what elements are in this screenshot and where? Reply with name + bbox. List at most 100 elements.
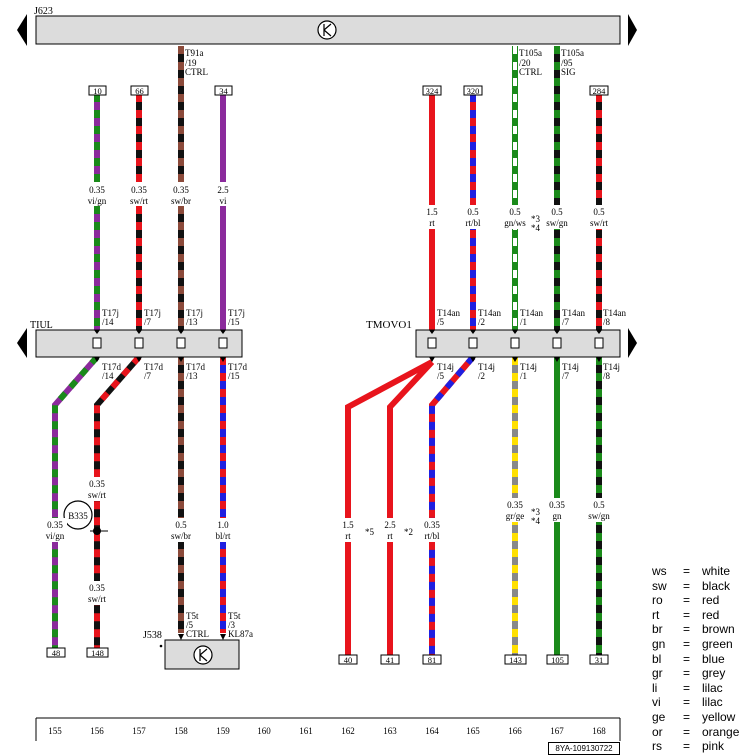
legend-row: or=orange xyxy=(652,724,740,739)
note-3-upper: *3 xyxy=(531,214,541,224)
wire-165-size: 0.5 xyxy=(467,207,479,217)
top-unit-label: J623 xyxy=(34,6,53,17)
svg-text:T14j: T14j xyxy=(437,362,454,372)
bottom-transistor-icon xyxy=(193,645,213,665)
top-ref-165: 320 xyxy=(463,85,483,96)
wire-156-size: 0.35 xyxy=(89,185,105,195)
svg-text:0.5: 0.5 xyxy=(175,520,187,530)
svg-text:gr/ge: gr/ge xyxy=(506,511,525,521)
svg-text:143: 143 xyxy=(509,655,522,665)
legend-row: sw=black xyxy=(652,578,731,593)
svg-text:284: 284 xyxy=(593,86,607,96)
bottom-unit-dot xyxy=(159,644,163,648)
svg-text:T14j: T14j xyxy=(562,362,579,372)
bottom-unit-label: J538 xyxy=(143,630,162,641)
column-number: 163 xyxy=(383,726,397,736)
svg-text:10: 10 xyxy=(93,86,102,96)
svg-text:0.35: 0.35 xyxy=(47,520,63,530)
column-number: 164 xyxy=(425,726,439,736)
svg-text:34: 34 xyxy=(219,86,228,96)
column-ruler-ticks xyxy=(35,718,621,741)
sensor-circle xyxy=(63,500,93,530)
svg-text:/7: /7 xyxy=(144,317,152,327)
column-numbers: 155 156 157 158 159 160 161 162 163 164 … xyxy=(48,726,606,736)
right-connector-arrow-icon xyxy=(628,328,637,358)
left-connector-pin-labels: T17j/14 T17j/7 T17j/13 T17j/15 T17d/14 T… xyxy=(102,308,247,381)
svg-text:81: 81 xyxy=(428,655,437,665)
svg-text:0.5: 0.5 xyxy=(593,500,605,510)
svg-text:/5: /5 xyxy=(437,317,445,327)
bottom-ref-166: 143 xyxy=(504,654,527,665)
left-arrow-icon xyxy=(17,14,27,46)
svg-text:T17d: T17d xyxy=(144,362,163,372)
bottom-pin-labels: T5t /5 CTRL T5t /3 KL87a xyxy=(186,611,253,639)
top-ref-168: 284 xyxy=(589,85,609,96)
color-legend: ws=white sw=black ro=red rt=red br=brown… xyxy=(652,564,739,754)
wire-166-size: 0.5 xyxy=(509,207,521,217)
connector-pin-icons xyxy=(92,337,604,349)
legend-row: ro=red xyxy=(652,593,720,608)
column-number: 162 xyxy=(341,726,355,736)
splice-point-icon xyxy=(93,527,101,535)
svg-text:0.35: 0.35 xyxy=(549,500,565,510)
connector-arrow-marks xyxy=(94,330,602,362)
top-ref-164: 324 xyxy=(422,85,442,96)
legend-row: ws=white xyxy=(652,564,731,578)
svg-text:T17j: T17j xyxy=(186,308,203,318)
svg-text:/3: /3 xyxy=(228,620,236,630)
svg-text:/15: /15 xyxy=(228,371,240,381)
svg-text:/7: /7 xyxy=(562,371,570,381)
svg-text:rt: rt xyxy=(345,531,351,541)
svg-text:31: 31 xyxy=(595,655,604,665)
right-arrow-icon xyxy=(628,14,637,46)
note-5: *5 xyxy=(365,527,375,537)
wire-167-size: 0.5 xyxy=(551,207,563,217)
svg-text:rt: rt xyxy=(387,531,393,541)
legend-row: bl=blue xyxy=(652,651,725,666)
column-number: 166 xyxy=(508,726,522,736)
wire-156-color: vi/gn xyxy=(88,196,107,206)
wire-159-color: vi xyxy=(219,196,227,206)
svg-text:1.0: 1.0 xyxy=(217,520,229,530)
note-3-lower: *3 xyxy=(531,507,541,517)
bottom-ref-162: 40 xyxy=(338,654,358,665)
svg-text:T14j: T14j xyxy=(478,362,495,372)
column-number: 159 xyxy=(216,726,230,736)
column-number: 158 xyxy=(174,726,188,736)
bottom-ref-156: 148 xyxy=(86,647,109,658)
svg-text:T17j: T17j xyxy=(102,308,119,318)
svg-text:/7: /7 xyxy=(562,317,570,327)
top-pin-166: T105a /20 CTRL xyxy=(519,48,544,77)
sensor-label: B335 xyxy=(68,511,88,521)
svg-text:105: 105 xyxy=(551,655,564,665)
wire-159-size: 2.5 xyxy=(217,185,229,195)
svg-text:320: 320 xyxy=(467,86,480,96)
svg-text:2.5: 2.5 xyxy=(384,520,396,530)
column-number: 165 xyxy=(466,726,480,736)
column-number: 161 xyxy=(299,726,313,736)
bottom-ref-164: 81 xyxy=(422,654,442,665)
legend-row: rs=pink xyxy=(652,739,725,754)
svg-text:T17d: T17d xyxy=(228,362,247,372)
svg-text:/14: /14 xyxy=(102,317,114,327)
svg-text:T14j: T14j xyxy=(603,362,620,372)
bottom-pin-arrows xyxy=(178,634,226,640)
svg-text:324: 324 xyxy=(426,86,440,96)
svg-text:66: 66 xyxy=(135,86,144,96)
wire-165-color: rt/bl xyxy=(466,218,481,228)
svg-text:0.35: 0.35 xyxy=(89,583,105,593)
wire-158-size: 0.35 xyxy=(173,185,189,195)
svg-text:T14an: T14an xyxy=(437,308,460,318)
wire-157-size: 0.35 xyxy=(131,185,147,195)
note-4-lower: *4 xyxy=(531,516,541,526)
wire-157-color: sw/rt xyxy=(130,196,148,206)
svg-text:/2: /2 xyxy=(478,317,485,327)
svg-text:T14an: T14an xyxy=(520,308,543,318)
svg-text:T14an: T14an xyxy=(603,308,626,318)
wire-168-size: 0.5 xyxy=(593,207,605,217)
svg-text:bl/rt: bl/rt xyxy=(216,531,231,541)
svg-text:/5: /5 xyxy=(186,620,194,630)
column-number: 157 xyxy=(132,726,146,736)
svg-text:/2: /2 xyxy=(478,371,485,381)
legend-row: vi=lilac xyxy=(652,695,723,710)
